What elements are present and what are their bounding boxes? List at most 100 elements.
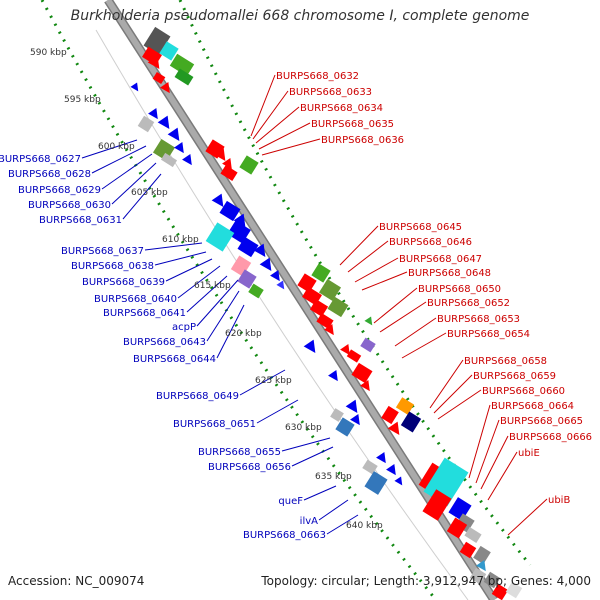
gene-feature[interactable] (351, 362, 373, 384)
gene-label-forward[interactable]: ubiE (518, 448, 540, 459)
gene-label-forward[interactable]: BURPS668_0653 (437, 314, 520, 325)
gene-feature[interactable] (459, 541, 477, 559)
gene-feature[interactable] (381, 405, 399, 425)
gene-arrow[interactable] (270, 270, 284, 284)
gene-arrow[interactable] (345, 399, 363, 417)
gene-feature[interactable] (327, 296, 349, 318)
gene-label-forward[interactable]: BURPS668_0634 (300, 103, 383, 114)
gene-feature[interactable] (160, 152, 178, 168)
gene-feature[interactable] (448, 497, 472, 521)
gene-feature[interactable] (239, 155, 259, 175)
gene-label-forward[interactable]: BURPS668_0654 (447, 329, 530, 340)
gene-label-forward[interactable]: BURPS668_0664 (491, 401, 574, 412)
gene-feature[interactable] (230, 255, 252, 277)
gene-feature[interactable] (469, 567, 487, 585)
gene-label-reverse[interactable]: BURPS668_0643 (123, 337, 206, 348)
gene-arrow[interactable] (387, 421, 405, 439)
gene-feature[interactable] (205, 222, 235, 252)
gene-feature[interactable] (318, 278, 342, 302)
gene-label-forward[interactable]: BURPS668_0658 (464, 356, 547, 367)
gene-feature[interactable] (395, 397, 415, 415)
gene-arrow[interactable] (324, 324, 338, 338)
gene-label-reverse[interactable]: BURPS668_0630 (28, 200, 111, 211)
gene-feature[interactable] (137, 115, 155, 133)
gene-arrow[interactable] (182, 154, 196, 168)
gene-label-forward[interactable]: BURPS668_0665 (500, 416, 583, 427)
gene-feature[interactable] (248, 283, 264, 299)
gene-feature[interactable] (360, 337, 376, 353)
gene-feature[interactable] (330, 408, 344, 422)
gene-feature[interactable] (473, 545, 491, 565)
gene-label-forward[interactable]: BURPS668_0645 (379, 222, 462, 233)
gene-arrow[interactable] (476, 560, 490, 574)
gene-arrow[interactable] (222, 158, 236, 172)
gene-label-forward[interactable]: BURPS668_0648 (408, 268, 491, 279)
gene-label-forward[interactable]: BURPS668_0647 (399, 254, 482, 265)
gene-arrow[interactable] (386, 464, 400, 478)
gene-arrow[interactable] (157, 115, 175, 133)
gene-label-reverse[interactable]: BURPS668_0649 (156, 391, 239, 402)
gene-feature[interactable] (491, 583, 509, 600)
gene-feature[interactable] (159, 41, 179, 61)
gene-label-reverse[interactable]: BURPS668_0663 (243, 530, 326, 541)
gene-feature[interactable] (505, 581, 523, 599)
gene-label-reverse[interactable]: BURPS668_0656 (208, 462, 291, 473)
gene-label-forward[interactable]: BURPS668_0636 (321, 135, 404, 146)
gene-label-forward[interactable]: BURPS668_0650 (418, 284, 501, 295)
gene-arrow[interactable] (276, 280, 287, 291)
gene-feature[interactable] (364, 471, 388, 495)
gene-feature[interactable] (362, 459, 378, 475)
gene-arrow[interactable] (130, 82, 141, 93)
gene-arrow[interactable] (376, 452, 390, 466)
gene-label-reverse[interactable]: BURPS668_0651 (173, 419, 256, 430)
gene-arrow[interactable] (303, 339, 321, 357)
gene-arrow[interactable] (213, 147, 231, 165)
gene-label-forward[interactable]: BURPS668_0659 (473, 371, 556, 382)
gene-label-reverse[interactable]: BURPS668_0655 (198, 447, 281, 458)
gene-label-reverse[interactable]: BURPS668_0638 (71, 261, 154, 272)
gene-arrow[interactable] (350, 414, 364, 428)
gene-label-reverse[interactable]: BURPS668_0644 (133, 354, 216, 365)
gene-feature[interactable] (446, 517, 468, 539)
gene-label-reverse[interactable]: ilvA (300, 516, 318, 527)
gene-feature[interactable] (237, 269, 257, 289)
gene-arrow[interactable] (233, 213, 251, 231)
gene-label-forward[interactable]: BURPS668_0660 (482, 386, 565, 397)
gene-label-forward[interactable]: BURPS668_0652 (427, 298, 510, 309)
gene-arrow[interactable] (253, 243, 271, 261)
gene-label-forward[interactable]: BURPS668_0633 (289, 87, 372, 98)
gene-label-forward[interactable]: BURPS668_0635 (311, 119, 394, 130)
gene-label-forward[interactable]: BURPS668_0646 (389, 237, 472, 248)
gene-feature[interactable] (297, 273, 317, 293)
gene-label-reverse[interactable]: BURPS668_0640 (94, 294, 177, 305)
gene-feature[interactable] (400, 411, 422, 433)
gene-arrow[interactable] (174, 142, 188, 156)
gene-arrow[interactable] (147, 55, 165, 73)
gene-feature[interactable] (237, 236, 259, 258)
gene-feature[interactable] (464, 527, 482, 543)
gene-feature[interactable] (335, 417, 355, 437)
gene-feature[interactable] (220, 165, 238, 181)
gene-label-reverse[interactable]: BURPS668_0637 (61, 246, 144, 257)
gene-label-reverse[interactable]: queF (278, 496, 303, 507)
gene-label-reverse[interactable]: BURPS668_0639 (82, 277, 165, 288)
gene-label-reverse[interactable]: BURPS668_0627 (0, 154, 81, 165)
gene-label-reverse[interactable]: BURPS668_0631 (39, 215, 122, 226)
gene-feature[interactable] (422, 489, 452, 521)
gene-arrow[interactable] (160, 82, 174, 96)
gene-feature[interactable] (152, 71, 166, 85)
gene-arrow[interactable] (394, 476, 405, 487)
gene-label-forward[interactable]: BURPS668_0632 (276, 71, 359, 82)
gene-arrow[interactable] (148, 108, 162, 122)
gene-arrow[interactable] (259, 257, 277, 275)
gene-feature[interactable] (311, 263, 331, 283)
gene-label-reverse[interactable]: BURPS668_0641 (103, 308, 186, 319)
gene-arrow[interactable] (328, 370, 342, 384)
gene-feature[interactable] (483, 571, 501, 589)
gene-feature[interactable] (174, 68, 194, 86)
gene-arrow[interactable] (167, 127, 185, 145)
gene-arrow[interactable] (211, 193, 229, 211)
gene-label-forward[interactable]: BURPS668_0666 (509, 432, 592, 443)
gene-label-reverse[interactable]: BURPS668_0629 (18, 185, 101, 196)
gene-feature[interactable] (316, 313, 334, 329)
